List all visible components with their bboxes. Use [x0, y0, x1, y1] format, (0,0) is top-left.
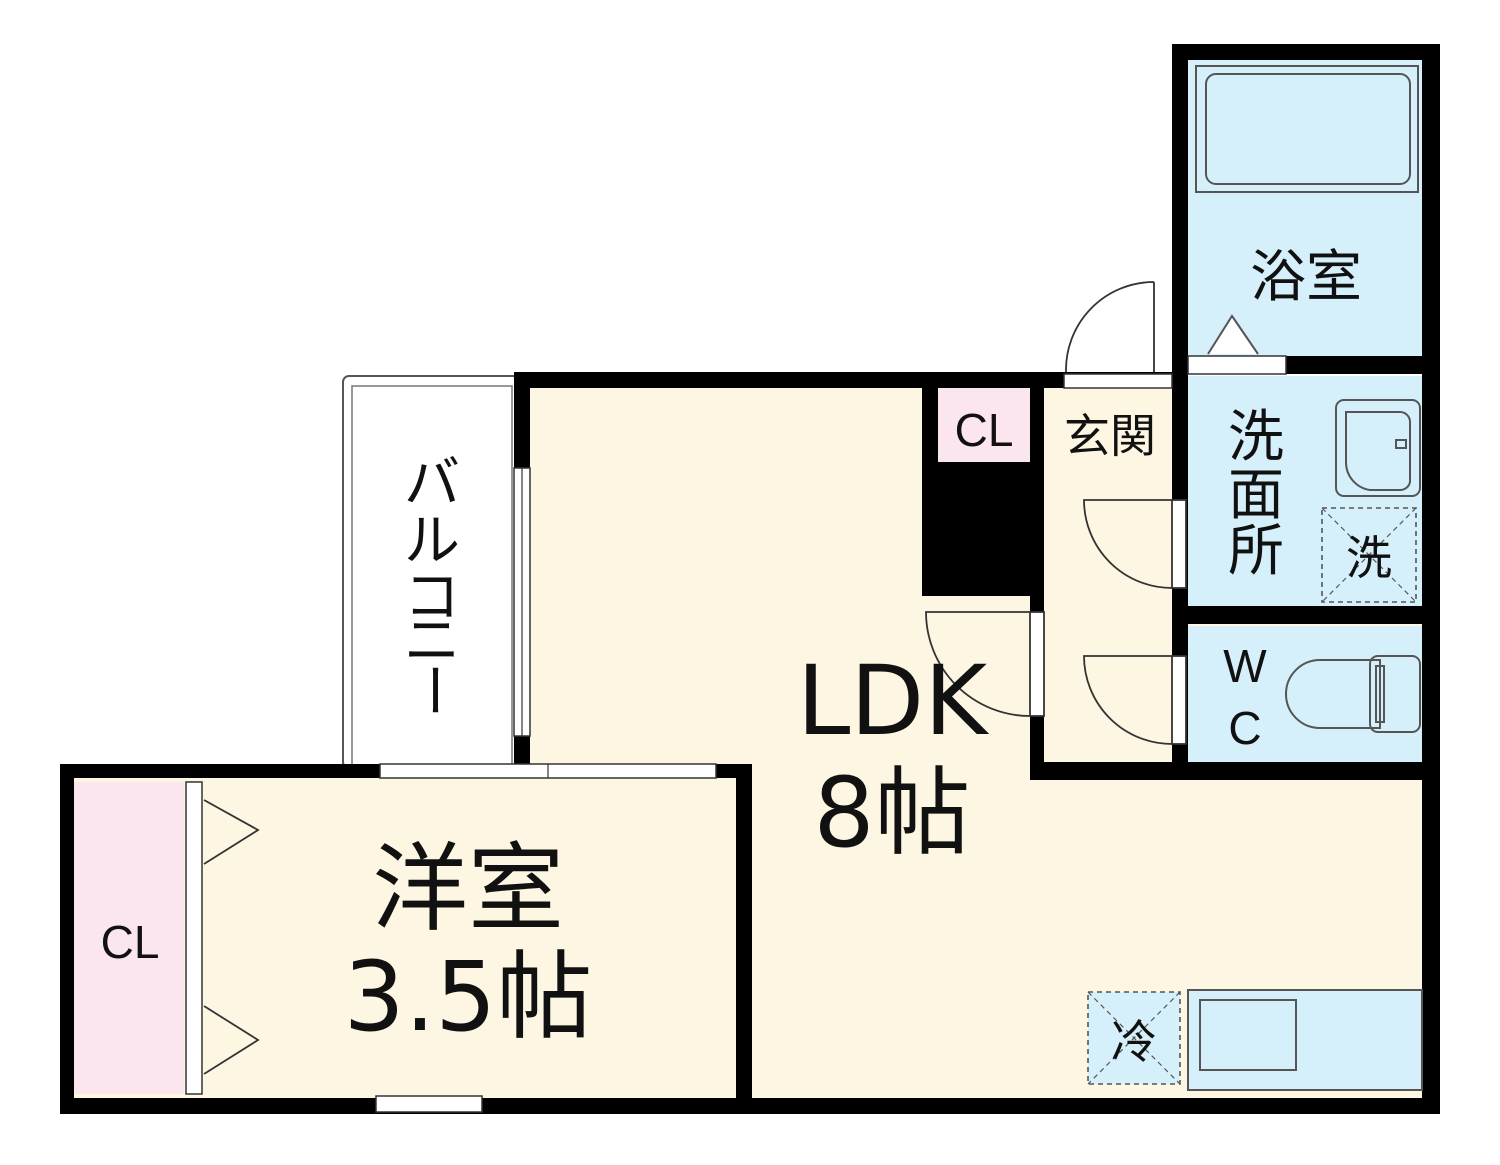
closet-left-floor [72, 782, 184, 1094]
washroom-label-1: 洗 [1228, 405, 1284, 470]
western-room-size-label: 3.5帖 [344, 941, 593, 1053]
balcony-label-3: コ [404, 565, 460, 630]
closet-left-label: CL [101, 916, 160, 968]
wc-label-w: W [1223, 640, 1267, 692]
balcony-label-4: ニ [404, 609, 460, 674]
bathtub-icon [1195, 65, 1419, 355]
fridge-label: 冷 [1111, 1015, 1157, 1069]
balcony-label-2: ル [404, 509, 460, 574]
windows [185, 355, 1287, 1113]
washbasin-icon [1335, 399, 1421, 497]
ldk-size-label: 8帖 [813, 757, 970, 869]
bath-label: 浴室 [1250, 245, 1362, 310]
balcony-label-5: ー [400, 662, 465, 718]
closet-top-box [938, 388, 1030, 462]
entrance-floor [1040, 388, 1178, 762]
wc-label-c: C [1228, 702, 1261, 754]
ldk-name-label: LDK [797, 645, 989, 757]
closet-top-label: CL [955, 404, 1014, 456]
wc-floor [1186, 626, 1426, 764]
bath-floor [1186, 58, 1426, 358]
doors [925, 281, 1187, 745]
washroom-label-2: 面 [1228, 463, 1284, 528]
washroom-label-3: 所 [1228, 519, 1284, 584]
entrance-label: 玄関 [1064, 409, 1156, 463]
washer-space [1321, 507, 1417, 603]
western-room-name-label: 洋室 [372, 833, 564, 945]
toilet-icon [1285, 655, 1421, 733]
washer-label: 洗 [1346, 531, 1392, 585]
closet-door-marks [203, 799, 260, 1075]
kitchen-counter [1187, 989, 1423, 1091]
fridge-space [1087, 991, 1181, 1085]
balcony-label-1: バ [404, 451, 460, 516]
